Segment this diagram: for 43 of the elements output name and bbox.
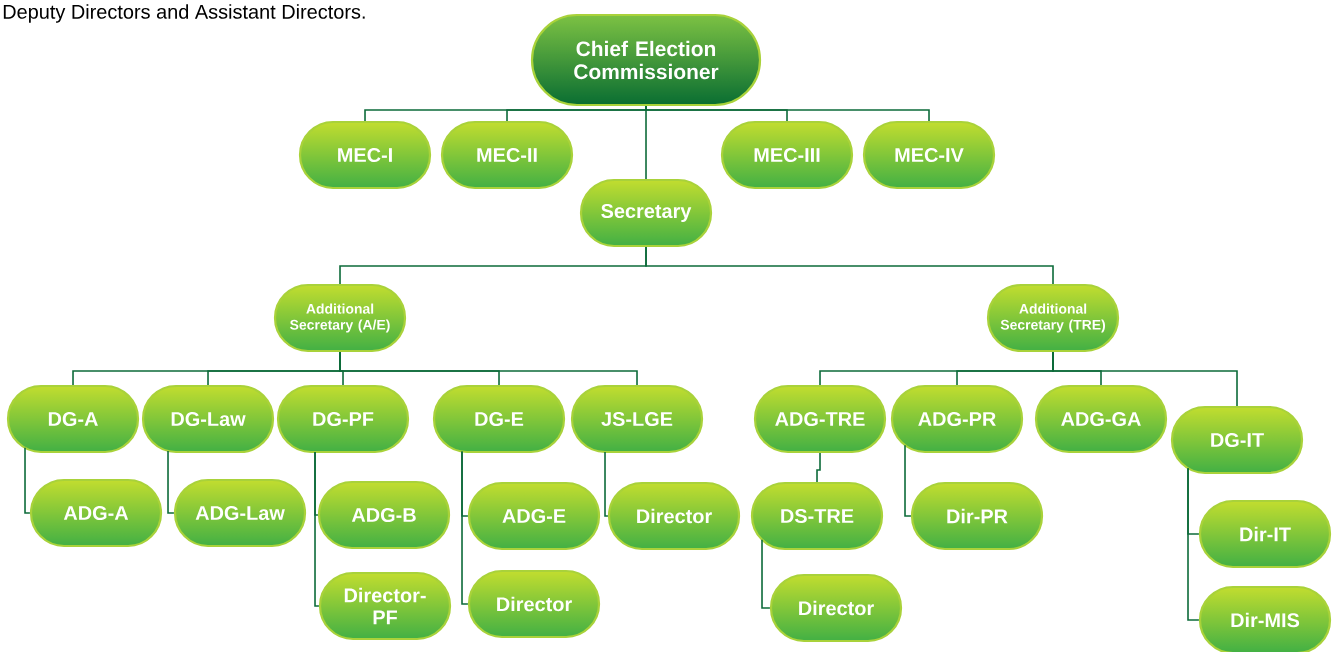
org-box: MEC-I: [298, 120, 432, 190]
org-box: DG-E: [432, 384, 566, 454]
org-box: ADG-E: [467, 481, 601, 551]
org-box: DG-A: [6, 384, 140, 454]
org-box: MEC-III: [720, 120, 854, 190]
org-box: Director: [607, 481, 741, 551]
org-box: DG-Law: [141, 384, 275, 454]
org-box: Chief Election Commissioner: [530, 13, 762, 107]
connector-line: [645, 246, 1054, 285]
org-box: Director: [467, 569, 601, 639]
org-box: MEC-II: [440, 120, 574, 190]
org-box: DG-IT: [1170, 405, 1304, 475]
connector-line: [816, 452, 821, 483]
connector-line: [167, 450, 175, 514]
connector-line: [314, 451, 320, 607]
org-box: Dir-IT: [1198, 499, 1332, 569]
org-box: ADG-TRE: [753, 384, 887, 454]
connector-line: [604, 451, 609, 517]
org-box: Secretary: [579, 178, 713, 248]
org-box: ADG-PR: [890, 384, 1024, 454]
connector-line: [904, 444, 912, 517]
heading-text: Deputy Directors and Assistant Directors.: [3, 4, 365, 23]
org-box: MEC-IV: [862, 120, 996, 190]
org-box: Director: [769, 573, 903, 643]
connector-line: [339, 351, 638, 386]
org-box: Dir-PR: [910, 481, 1044, 551]
connector-line: [645, 105, 647, 180]
connector-line: [461, 450, 469, 605]
org-box: ADG-Law: [173, 478, 307, 548]
org-box: DG-PF: [276, 384, 410, 454]
org-box: Director-PF: [318, 571, 452, 641]
connector-line: [1187, 467, 1200, 621]
org-box: Dir-MIS: [1198, 585, 1332, 652]
org-box: Additional Secretary (A/E): [273, 283, 407, 353]
org-box: JS-LGE: [570, 384, 704, 454]
org-box: Additional Secretary (TRE): [986, 283, 1120, 353]
org-box: ADG-B: [317, 480, 451, 550]
connector-line: [24, 447, 31, 514]
org-box: ADG-GA: [1034, 384, 1168, 454]
connector-line: [1052, 351, 1238, 407]
org-box: ADG-A: [29, 478, 163, 548]
connector-line: [761, 538, 771, 609]
org-box: DS-TRE: [750, 481, 884, 551]
